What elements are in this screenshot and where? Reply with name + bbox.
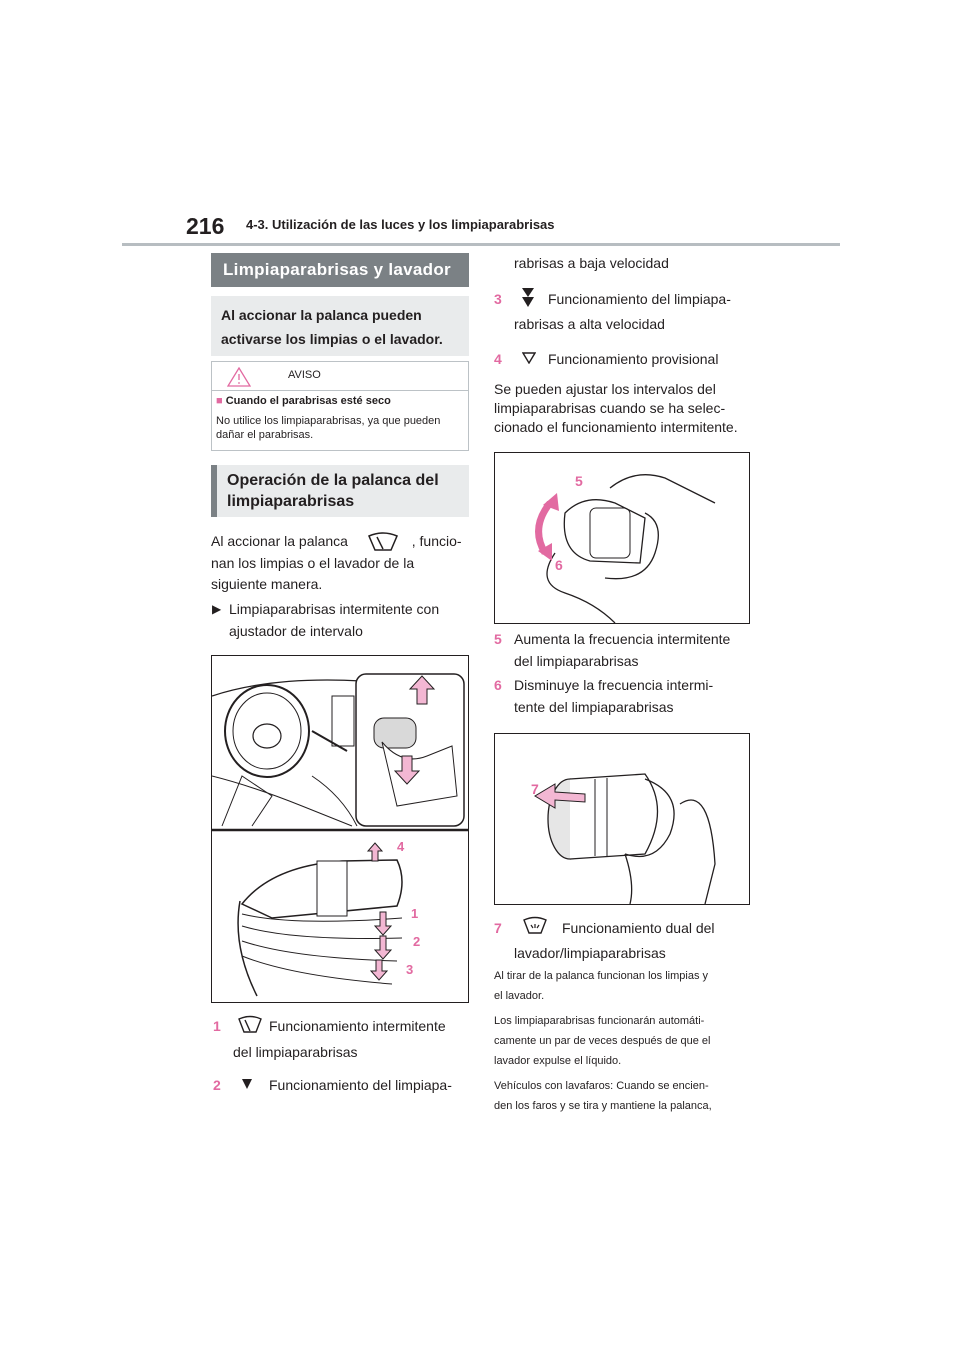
figure1-label-2: 2 (413, 934, 421, 949)
warning-box: AVISO ■ Cuando el parabrisas esté seco N… (211, 361, 469, 451)
square-bullet-icon: ■ (216, 395, 223, 407)
item2-line2: rabrisas a baja velocidad (514, 255, 669, 271)
figure3-label-7: 7 (531, 781, 539, 797)
para1-line3: siguiente manera. (211, 576, 323, 592)
intro-box: Al accionar la palanca pueden activarse … (211, 296, 469, 356)
warning-triangle-icon (227, 367, 251, 387)
wiper-intermittent-icon (238, 1015, 262, 1033)
note-line-1: Al tirar de la palanca funcionan los lim… (494, 970, 709, 982)
wiper-intermittent-icon (367, 532, 398, 552)
item1-line2: del limpiaparabrisas (233, 1044, 358, 1060)
note-line-4: camente un par de veces después de que e… (494, 1035, 711, 1047)
figure2-label-5: 5 (575, 473, 583, 489)
item6-line1: Disminuye la frecuencia intermi- (514, 677, 714, 693)
wiper-high-icon (522, 288, 534, 307)
para2-line2: limpiaparabrisas cuando se ha selec- (494, 400, 726, 416)
figure-interval-adjust: 5 6 (494, 452, 750, 624)
item2-number: 2 (213, 1077, 221, 1093)
item3-line2: rabrisas a alta velocidad (514, 316, 665, 332)
warning-header: AVISO (212, 362, 468, 391)
warning-subtitle: ■ Cuando el parabrisas esté seco (216, 395, 391, 407)
page-number: 216 (186, 213, 225, 239)
figure1-label-4: 4 (397, 839, 405, 854)
wiper-mist-icon (522, 352, 536, 364)
bullet-line1: Limpiaparabrisas intermitente con (229, 601, 440, 617)
washer-pull-illustration (534, 773, 716, 905)
item4-number: 4 (494, 351, 502, 367)
item3-line1: Funcionamiento del limpiapa- (548, 291, 731, 307)
lever-illustration (211, 673, 468, 997)
washer-icon (523, 916, 547, 934)
figure-washer-pull: 7 (494, 733, 750, 905)
note-line-3: Los limpiaparabrisas funcionarán automát… (494, 1015, 705, 1027)
header-rule (122, 243, 840, 246)
wiper-low-icon (242, 1079, 252, 1089)
note-line-6: Vehículos con lavafaros: Cuando se encie… (494, 1080, 709, 1092)
item5-number: 5 (494, 631, 502, 647)
note-line-5: lavador expulse el líquido. (494, 1055, 622, 1067)
figure2-label-6: 6 (555, 557, 563, 573)
item4-line1: Funcionamiento provisional (548, 351, 719, 367)
item6-number: 6 (494, 677, 502, 693)
item1-number: 1 (213, 1018, 221, 1034)
item5-line2: del limpiaparabrisas (514, 653, 639, 669)
warning-text: No utilice los limpiaparabrisas, ya que … (216, 415, 441, 441)
item3-number: 3 (494, 291, 502, 307)
item2-line1: Funcionamiento del limpiapa- (269, 1077, 452, 1093)
bullet-line2: ajustador de intervalo (229, 623, 363, 639)
figure1-label-1: 1 (411, 906, 419, 921)
figure-lever-positions: 4 1 2 3 (211, 655, 469, 1003)
para2-line3: cionado el funcionamiento intermitente. (494, 419, 738, 435)
warning-label: AVISO (288, 369, 321, 381)
note-line-7: den los faros y se tira y mantiene la pa… (494, 1100, 712, 1112)
item7-line1: Funcionamiento dual del (562, 920, 715, 936)
section-title-wipers: Limpiaparabrisas y lavador (211, 253, 469, 287)
para2-line1: Se pueden ajustar los intervalos del (494, 381, 716, 397)
item6-line2: tente del limpiaparabrisas (514, 699, 674, 715)
item5-line1: Aumenta la frecuencia intermitente (514, 631, 731, 647)
para1-line1: Al accionar la palanca , funcio- (211, 531, 462, 553)
section-title-lever: Operación de la palanca del limpiaparabr… (211, 465, 469, 517)
para1-line2: nan los limpias o el lavador de la (211, 555, 415, 571)
chapter-title: 4-3. Utilización de las luces y los limp… (246, 217, 555, 232)
interval-adjust-illustration (535, 474, 716, 624)
item7-number: 7 (494, 920, 502, 936)
figure1-label-3: 3 (406, 962, 414, 977)
note-line-2: el lavador. (494, 990, 545, 1002)
item7-line2: lavador/limpiaparabrisas (514, 945, 666, 961)
item1-line1: Funcionamiento intermitente (269, 1018, 446, 1034)
bullet-arrow-icon: ▶ (212, 602, 222, 616)
